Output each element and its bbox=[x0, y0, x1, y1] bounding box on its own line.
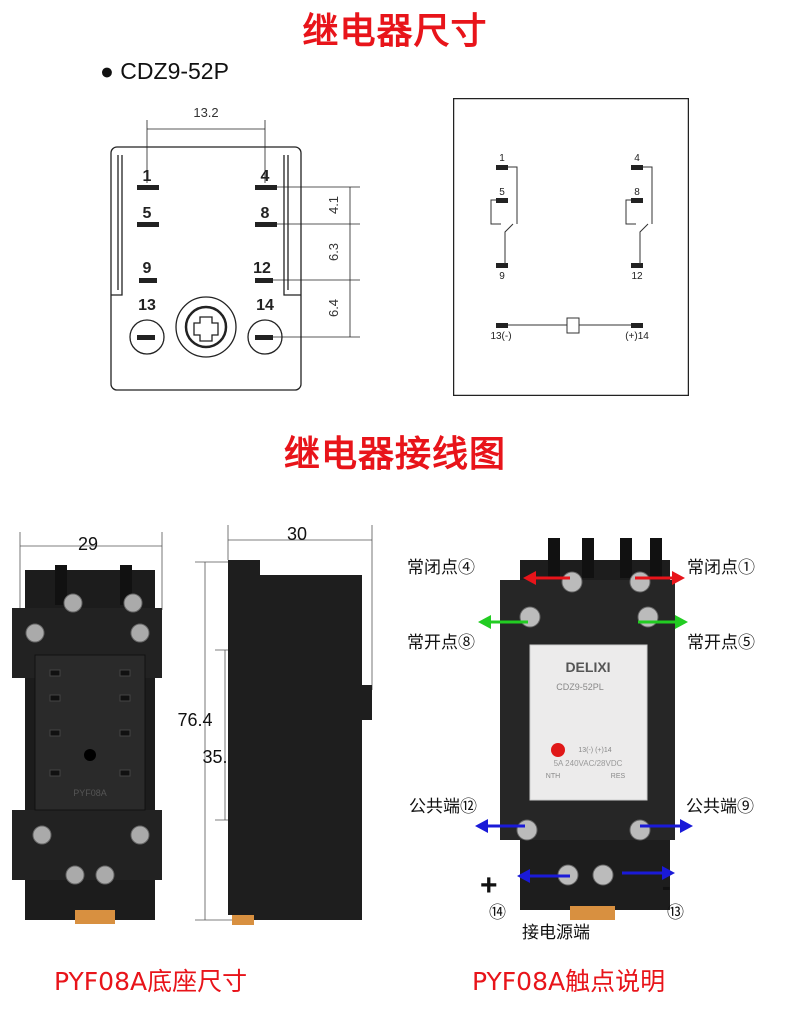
label-minus: - bbox=[662, 871, 671, 901]
contacts-photo: DELIXI CDZ9-52PL 13(-) (+)14 5A 240VAC/2… bbox=[407, 538, 755, 942]
schematic-pin: 12 bbox=[631, 271, 643, 282]
base-dimension-photo: 29 30 76.4 35.5 PYF08A bbox=[12, 524, 373, 925]
label-no8: 常开点⑧ bbox=[407, 633, 475, 652]
label-nc1: 常闭点① bbox=[687, 558, 755, 577]
label-com9: 公共端⑨ bbox=[686, 797, 754, 816]
label-p13: ⑬ bbox=[667, 903, 684, 922]
model-label: ● CDZ9-52P bbox=[100, 58, 229, 85]
schematic-pin: 1 bbox=[499, 153, 505, 164]
label-com12: 公共端⑫ bbox=[409, 797, 477, 816]
base-height-label: 76.4 bbox=[177, 710, 212, 730]
dimensions-title: 继电器尺寸 bbox=[302, 11, 488, 52]
led-indicator bbox=[551, 743, 565, 757]
schematic-diagram: 1 4 5 8 9 12 13(-) (+)14 bbox=[453, 98, 689, 396]
pin-label: 1 bbox=[143, 168, 152, 185]
pin-label: 4 bbox=[261, 168, 270, 185]
label-plus: + bbox=[480, 869, 498, 902]
spacing-dimension-3: 6.4 bbox=[326, 299, 341, 317]
base-depth-label: 30 bbox=[287, 524, 307, 544]
base-brand-mark: PYF08A bbox=[73, 788, 107, 798]
schematic-pin: 8 bbox=[634, 187, 640, 198]
relay-brand: DELIXI bbox=[565, 659, 610, 675]
relay-rating: 5A 240VAC/28VDC bbox=[554, 759, 623, 768]
schematic-pin: 13(-) bbox=[490, 331, 511, 342]
spacing-dimension-1: 4.1 bbox=[326, 196, 341, 214]
label-nc4: 常闭点④ bbox=[407, 558, 475, 577]
schematic-pin: 4 bbox=[634, 153, 640, 164]
base-width-label: 29 bbox=[78, 534, 98, 554]
base-caption: PYF08A底座尺寸 bbox=[54, 967, 248, 996]
relay-coil: 13(-) (+)14 bbox=[578, 747, 611, 754]
pin-label: 9 bbox=[143, 260, 152, 277]
schematic-pin: 5 bbox=[499, 187, 505, 198]
model-name: CDZ9-52P bbox=[120, 58, 229, 84]
schematic-pin: 9 bbox=[499, 271, 505, 282]
relay-res: RES bbox=[611, 773, 626, 780]
label-power: 接电源端 bbox=[522, 923, 590, 942]
dimension-drawing: 13.2 4.1 6.3 6.4 1 4 5 8 9 12 13 14 bbox=[110, 105, 360, 391]
label-p14: ⑭ bbox=[489, 903, 506, 922]
pin-label: 8 bbox=[261, 205, 270, 222]
pin-label: 13 bbox=[138, 297, 156, 314]
pin-label: 14 bbox=[256, 297, 274, 314]
schematic-pin: (+)14 bbox=[625, 331, 649, 342]
width-dimension: 13.2 bbox=[193, 105, 218, 120]
contacts-caption: PYF08A触点说明 bbox=[472, 967, 666, 996]
wiring-title: 继电器接线图 bbox=[283, 434, 506, 475]
label-no5: 常开点⑤ bbox=[687, 633, 755, 652]
relay-model: CDZ9-52PL bbox=[556, 682, 604, 692]
pin-label: 12 bbox=[253, 260, 271, 277]
relay-nth: NTH bbox=[546, 773, 560, 780]
spacing-dimension-2: 6.3 bbox=[326, 243, 341, 261]
pin-label: 5 bbox=[143, 205, 152, 222]
bullet-icon: ● bbox=[100, 58, 114, 84]
